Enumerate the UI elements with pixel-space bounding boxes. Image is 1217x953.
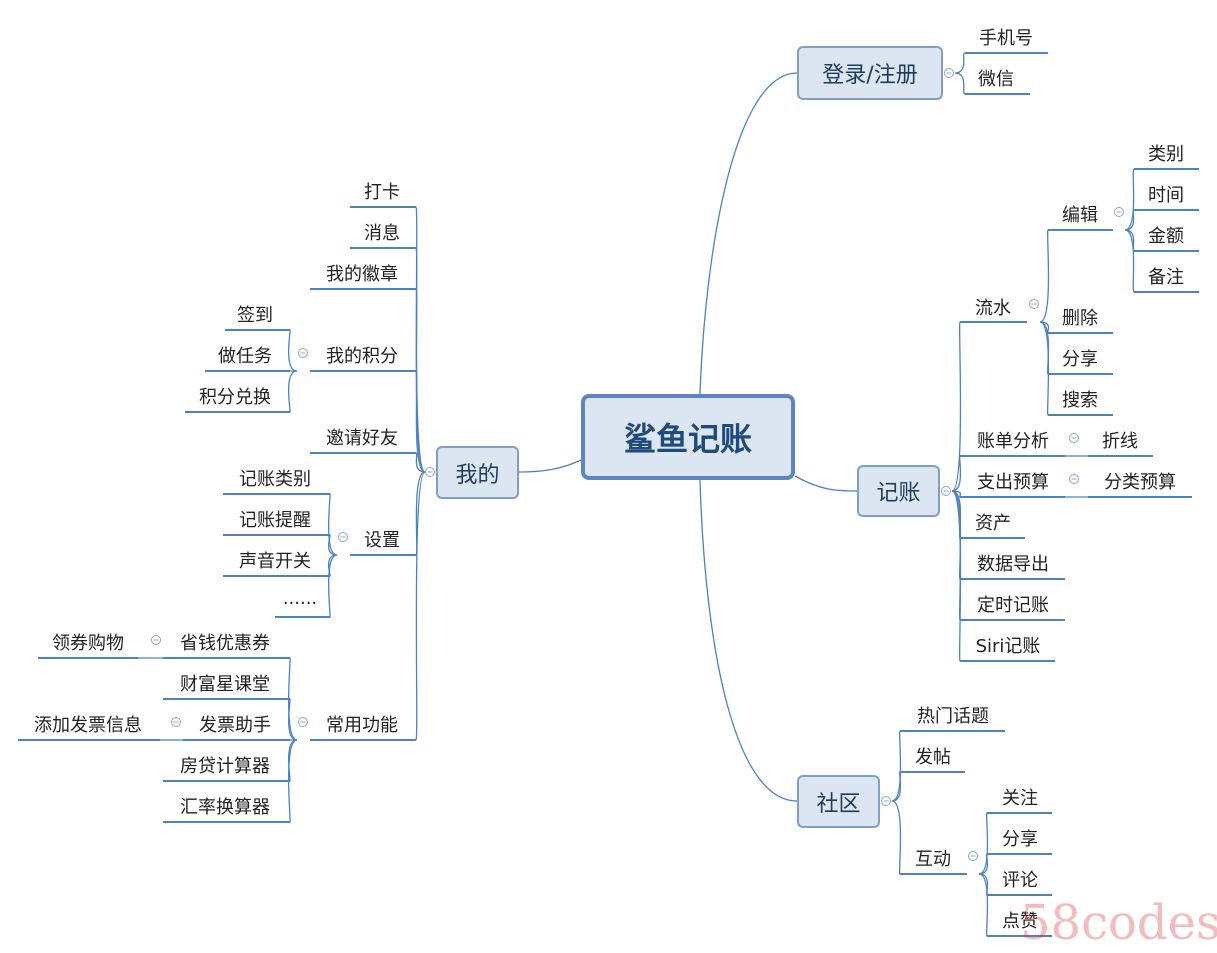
root-to-mine: [518, 459, 582, 473]
connector-line: [891, 730, 902, 802]
connector-line: [287, 370, 298, 413]
community-share[interactable]: 分享: [1002, 829, 1038, 850]
record-edit-category[interactable]: 类别: [1148, 144, 1184, 165]
connector-line: [891, 771, 902, 802]
mine-common-exchange[interactable]: 汇率换算器: [180, 797, 270, 818]
connector-line: [415, 370, 426, 473]
mine-points[interactable]: 我的积分: [326, 346, 398, 367]
mine-settings-more[interactable]: ......: [282, 588, 318, 609]
record-bill-line[interactable]: 折线: [1102, 431, 1138, 452]
mine-invite[interactable]: 邀请好友: [326, 428, 398, 449]
connector-line: [978, 812, 989, 875]
mine-points-tasks[interactable]: 做任务: [218, 346, 272, 367]
record-edit-amount[interactable]: 金额: [1148, 226, 1184, 247]
connector-line: [951, 321, 962, 492]
record-siri[interactable]: Siri记账: [975, 636, 1041, 657]
connector-line: [954, 72, 966, 95]
connector-line: [978, 873, 989, 937]
record-budget[interactable]: 支出预算: [977, 472, 1049, 493]
record-scheduled[interactable]: 定时记账: [977, 595, 1049, 616]
mine-common-coupon[interactable]: 省钱优惠券: [180, 633, 270, 654]
mine-checkin[interactable]: 打卡: [364, 182, 400, 203]
mine-messages[interactable]: 消息: [364, 223, 400, 244]
mine-common-mortgage[interactable]: 房贷计算器: [180, 756, 270, 777]
mine-common-coupon-shopping[interactable]: 领券购物: [52, 633, 124, 654]
record-flow-edit[interactable]: 编辑: [1062, 205, 1098, 226]
connector-line: [1124, 229, 1135, 293]
community-like[interactable]: 点赞: [1002, 911, 1038, 932]
connector-line: [951, 490, 962, 621]
node-login[interactable]: 登录/注册: [797, 46, 943, 100]
node-community[interactable]: 社区: [797, 775, 880, 828]
record-budget-category[interactable]: 分类预算: [1104, 472, 1176, 493]
community-comment[interactable]: 评论: [1002, 870, 1038, 891]
root-to-record: [794, 475, 858, 492]
watermark: 58codes: [1020, 895, 1217, 951]
record-flow-search[interactable]: 搜索: [1062, 390, 1098, 411]
connector-line: [951, 490, 962, 662]
connector-line: [327, 554, 338, 618]
connector-line: [287, 329, 298, 372]
connector-line: [1124, 168, 1135, 231]
record-bill-analysis[interactable]: 账单分析: [977, 431, 1049, 452]
node-mine[interactable]: 我的: [436, 446, 519, 499]
mine-settings-reminder[interactable]: 记账提醒: [239, 510, 311, 531]
connector-line: [415, 471, 426, 741]
record-assets[interactable]: 资产: [975, 513, 1011, 534]
record-flow-share[interactable]: 分享: [1062, 349, 1098, 370]
node-record[interactable]: 记账: [857, 465, 940, 517]
mine-common-invoice[interactable]: 发票助手: [199, 715, 271, 736]
mine-common-invoice-add[interactable]: 添加发票信息: [34, 715, 142, 736]
community-interact[interactable]: 互动: [915, 849, 951, 870]
community-post[interactable]: 发帖: [915, 747, 951, 768]
root-to-community: [699, 479, 798, 802]
connector-line: [287, 698, 298, 741]
root-to-login: [699, 72, 798, 395]
connector-line: [954, 52, 966, 74]
record-edit-note[interactable]: 备注: [1148, 267, 1184, 288]
connector-line: [891, 800, 902, 875]
connector-line: [978, 853, 989, 875]
connector-line: [1124, 209, 1135, 231]
connector-line: [327, 534, 338, 556]
connector-line: [1039, 321, 1050, 416]
mine-settings-category[interactable]: 记账类别: [239, 469, 311, 490]
record-flow[interactable]: 流水: [975, 298, 1011, 319]
record-flow-delete[interactable]: 删除: [1062, 308, 1098, 329]
mine-common[interactable]: 常用功能: [326, 715, 398, 736]
community-follow[interactable]: 关注: [1002, 788, 1038, 809]
record-edit-time[interactable]: 时间: [1148, 185, 1184, 206]
connector-line: [327, 493, 338, 556]
mine-badges[interactable]: 我的徽章: [326, 264, 398, 285]
mine-points-signin[interactable]: 签到: [237, 305, 273, 326]
mine-common-course[interactable]: 财富星课堂: [180, 674, 270, 695]
connector-line: [1039, 229, 1050, 323]
mine-settings-sound[interactable]: 声音开关: [239, 551, 311, 572]
login-phone[interactable]: 手机号: [979, 28, 1033, 49]
login-wechat[interactable]: 微信: [978, 69, 1014, 90]
connector-line: [415, 452, 426, 473]
connector-line: [951, 455, 962, 492]
mine-points-redeem[interactable]: 积分兑换: [199, 387, 271, 408]
mine-settings[interactable]: 设置: [364, 530, 400, 551]
community-hot[interactable]: 热门话题: [917, 706, 989, 727]
connector-line: [1039, 321, 1050, 375]
record-export[interactable]: 数据导出: [977, 554, 1049, 575]
root-node[interactable]: 鲨鱼记账: [581, 394, 795, 480]
